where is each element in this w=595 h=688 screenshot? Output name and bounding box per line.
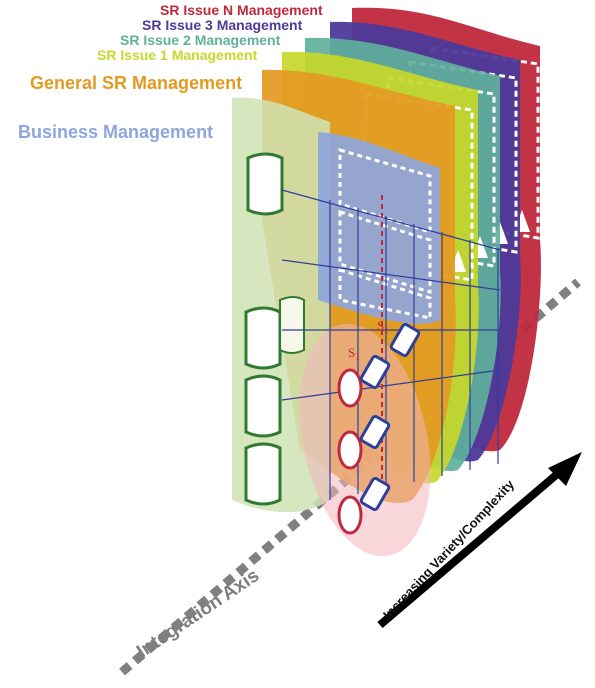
business-node-secondary (279, 296, 305, 354)
issue-node (359, 476, 391, 512)
label-business: Business Management (18, 122, 214, 142)
variety-axis-line (377, 466, 565, 629)
business-node (244, 442, 282, 506)
business-node (244, 306, 282, 370)
link-line (281, 369, 501, 401)
issue-nodes (359, 322, 421, 512)
s1-lower-label: S1 (348, 345, 360, 362)
business-panel (318, 132, 440, 324)
sr-node (337, 430, 363, 470)
label-general-sr: General SR Management (30, 73, 243, 93)
business-layer (232, 97, 330, 513)
sr-node (337, 495, 363, 535)
business-node (246, 152, 284, 216)
label-sr-issue-2: SR Issue 2 Management (120, 32, 281, 48)
business-nodes (244, 152, 305, 506)
business-panel-box-2 (338, 209, 432, 295)
business-panel-layer (318, 132, 440, 324)
label-sr-issue-3: SR Issue 3 Management (142, 17, 303, 33)
sr-nodes (337, 368, 363, 535)
business-panel-box-1 (338, 148, 432, 235)
business-node (244, 374, 282, 438)
label-sr-issue-1: SR Issue 1 Management (97, 47, 258, 63)
issue-node (389, 322, 421, 358)
link-line (281, 259, 501, 291)
sr-node (337, 368, 363, 408)
link-line (281, 189, 501, 251)
label-sr-issue-n: SR Issue N Management (160, 2, 323, 18)
variety-axis-arrowhead (548, 452, 582, 486)
issue-node (359, 414, 391, 450)
business-panel-box-3 (338, 267, 432, 320)
s1-upper-label: S1 (377, 318, 389, 335)
issue-node (359, 354, 391, 390)
